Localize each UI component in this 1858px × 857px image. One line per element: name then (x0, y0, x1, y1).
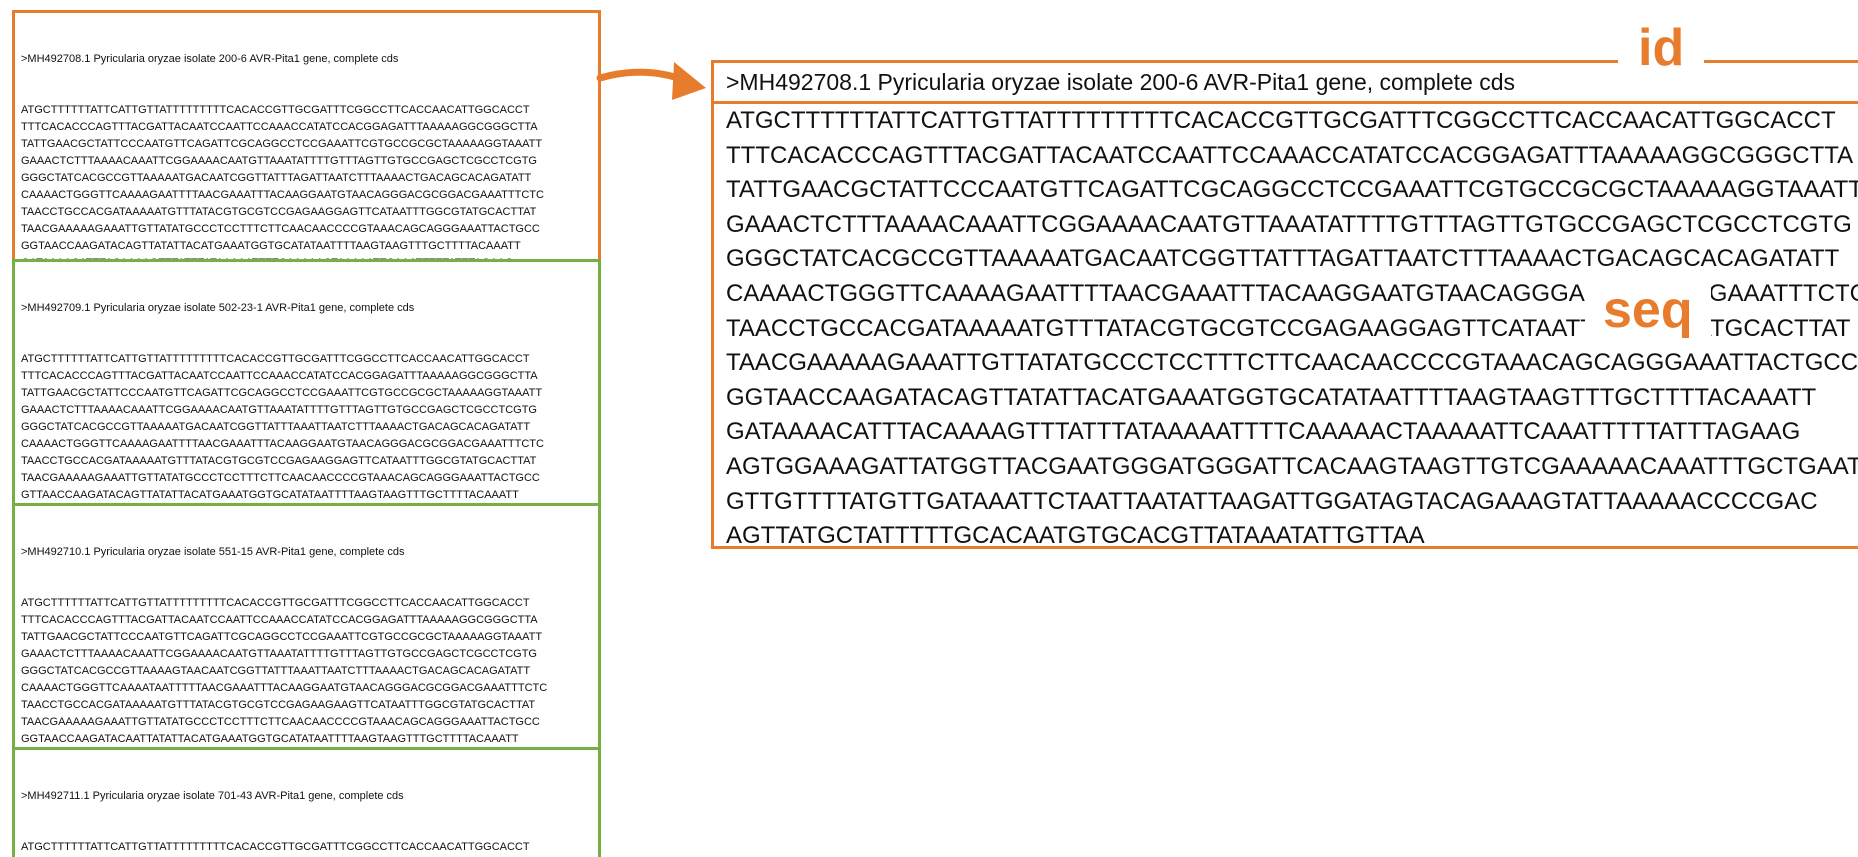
fasta-record-selected: >MH492708.1 Pyricularia oryzae isolate 2… (12, 10, 601, 262)
record-header: >MH492711.1 Pyricularia oryzae isolate 7… (21, 790, 404, 802)
record-header: >MH492710.1 Pyricularia oryzae isolate 5… (21, 546, 405, 558)
arrow-right-icon (596, 62, 706, 100)
fasta-record: >MH492709.1 Pyricularia oryzae isolate 5… (12, 259, 601, 506)
fasta-record: >MH492711.1 Pyricularia oryzae isolate 7… (12, 747, 601, 857)
record-header: >MH492709.1 Pyricularia oryzae isolate 5… (21, 302, 415, 314)
fasta-record: >MH492710.1 Pyricularia oryzae isolate 5… (12, 503, 601, 750)
record-sequence: ATGCTTTTTTATTCATTGTTATTTTTTTTTCACACCGTTG… (21, 597, 548, 745)
record-header: >MH492708.1 Pyricularia oryzae isolate 2… (21, 53, 399, 65)
record-sequence: ATGCTTTTTTATTCATTGTTATTTTTTTTTCACACCGTTG… (21, 353, 544, 501)
record-sequence: ATGCTTTTTTATTCATTGTTATTTTTTTTTCACACCGTTG… (21, 104, 544, 259)
id-label: id (1618, 22, 1705, 74)
seq-label: seq (1585, 278, 1711, 346)
record-sequence: ATGCTTTTTTATTCATTGTTATTTTTTTTTCACACCGTTG… (21, 841, 530, 853)
